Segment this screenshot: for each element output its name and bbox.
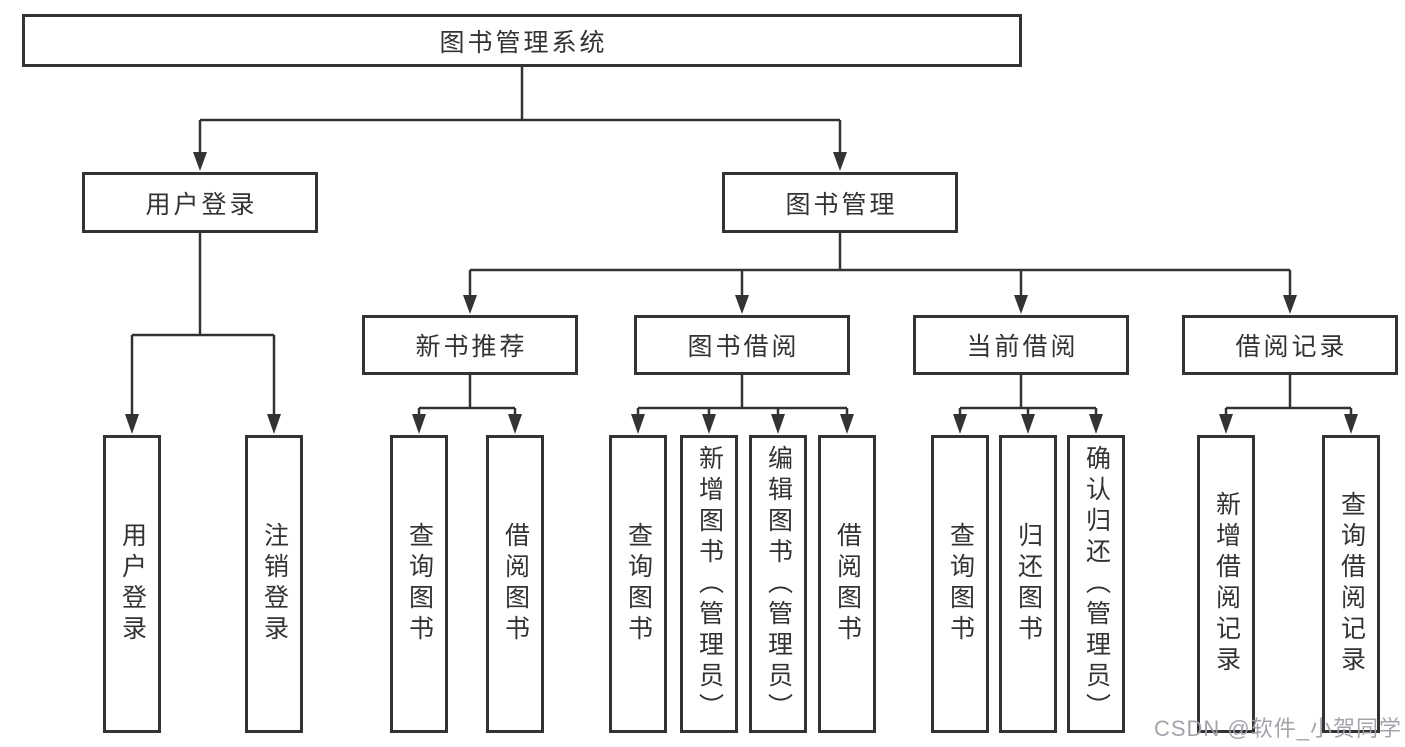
arrowhead bbox=[1344, 414, 1358, 434]
leaf-query-books-recommend: 查询图书 bbox=[390, 435, 448, 733]
leaf-query-borrow-record: 查询借阅记录 bbox=[1322, 435, 1380, 733]
leaf-label: 归还图书 bbox=[1014, 522, 1043, 646]
arrowhead bbox=[771, 414, 785, 434]
arrowhead bbox=[953, 414, 967, 434]
node-label: 图书借阅 bbox=[687, 333, 800, 361]
arrowhead bbox=[125, 414, 139, 434]
leaf-label: 借阅图书 bbox=[833, 522, 862, 646]
leaf-edit-books-admin: 编辑图书（管理员） bbox=[749, 435, 807, 733]
arrowhead bbox=[631, 414, 645, 434]
leaf-label: 用户登录 bbox=[118, 522, 147, 646]
arrowhead bbox=[1219, 414, 1233, 434]
leaf-label: 注销登录 bbox=[260, 522, 289, 646]
leaf-return-books: 归还图书 bbox=[999, 435, 1057, 733]
leaf-query-books-borrowing: 查询图书 bbox=[609, 435, 667, 733]
node-label: 新书推荐 bbox=[415, 333, 528, 361]
arrowhead bbox=[412, 414, 426, 434]
leaf-label: 借阅图书 bbox=[501, 522, 530, 646]
leaf-label: 确认归还（管理员） bbox=[1082, 444, 1111, 724]
arrowhead bbox=[1283, 295, 1297, 314]
arrowhead bbox=[1014, 295, 1028, 314]
arrowhead bbox=[1089, 414, 1103, 434]
arrowhead bbox=[508, 414, 522, 434]
leaf-borrow-books-borrowing: 借阅图书 bbox=[818, 435, 876, 733]
arrowhead bbox=[463, 295, 477, 314]
node-label: 图书管理系统 bbox=[439, 28, 608, 57]
arrowhead bbox=[193, 152, 207, 171]
leaf-borrow-books-recommend: 借阅图书 bbox=[486, 435, 544, 733]
leaf-label: 新增图书（管理员） bbox=[695, 444, 724, 724]
arrowhead bbox=[267, 414, 281, 434]
node-book-management-system: 图书管理系统 bbox=[22, 14, 1022, 67]
arrowhead bbox=[702, 414, 716, 434]
leaf-user-login: 用户登录 bbox=[103, 435, 161, 733]
node-label: 用户登录 bbox=[145, 190, 258, 219]
leaf-label: 编辑图书（管理员） bbox=[764, 444, 793, 724]
node-label: 当前借阅 bbox=[966, 333, 1079, 361]
node-book-management: 图书管理 bbox=[722, 172, 958, 233]
node-new-book-recommend: 新书推荐 bbox=[362, 315, 578, 375]
leaf-label: 新增借阅记录 bbox=[1212, 491, 1241, 677]
node-book-borrowing: 图书借阅 bbox=[634, 315, 850, 375]
leaf-label: 查询图书 bbox=[405, 522, 434, 646]
leaf-confirm-return-admin: 确认归还（管理员） bbox=[1067, 435, 1125, 733]
leaf-add-books-admin: 新增图书（管理员） bbox=[680, 435, 738, 733]
arrowhead bbox=[1021, 414, 1035, 434]
leaf-label: 查询借阅记录 bbox=[1337, 491, 1366, 677]
arrowhead bbox=[735, 295, 749, 314]
watermark: CSDN @软件_小贺同学 bbox=[1153, 716, 1402, 741]
leaf-logout: 注销登录 bbox=[245, 435, 303, 733]
arrowhead bbox=[840, 414, 854, 434]
node-label: 借阅记录 bbox=[1235, 333, 1348, 361]
node-label: 图书管理 bbox=[785, 190, 898, 219]
leaf-add-borrow-record: 新增借阅记录 bbox=[1197, 435, 1255, 733]
node-borrowing-records: 借阅记录 bbox=[1182, 315, 1398, 375]
leaf-label: 查询图书 bbox=[624, 522, 653, 646]
arrowhead bbox=[833, 152, 847, 171]
node-current-borrowing: 当前借阅 bbox=[913, 315, 1129, 375]
leaf-label: 查询图书 bbox=[946, 522, 975, 646]
node-user-login: 用户登录 bbox=[82, 172, 318, 233]
leaf-query-books-current: 查询图书 bbox=[931, 435, 989, 733]
